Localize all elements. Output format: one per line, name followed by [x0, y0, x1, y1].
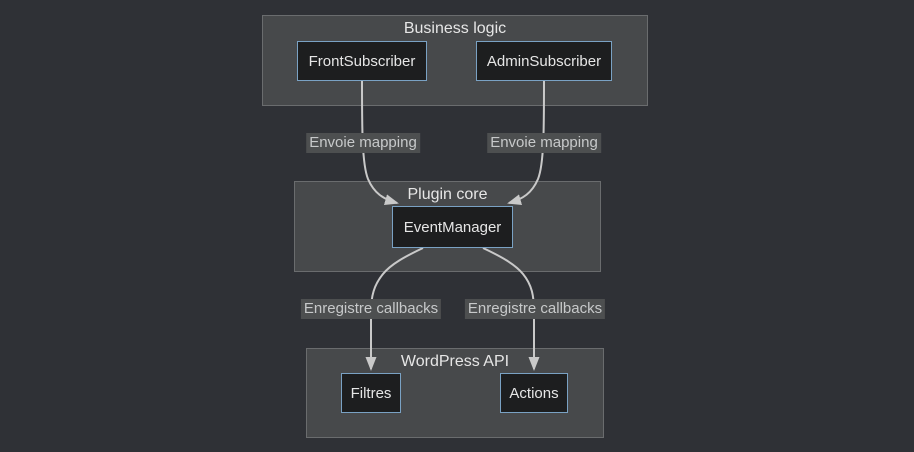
cluster-title-business-logic: Business logic	[403, 20, 507, 37]
node-front-subscriber-label: FrontSubscriber	[308, 52, 416, 70]
edge-admin-subscriber-to-event-manager	[507, 80, 545, 205]
cluster-title-wordpress-api: WordPress API	[400, 353, 510, 370]
node-actions: Actions	[500, 373, 568, 413]
node-admin-subscriber-label: AdminSubscriber	[486, 52, 602, 70]
node-event-manager: EventManager	[392, 206, 513, 248]
edge-front-subscriber-to-event-manager	[361, 80, 399, 205]
edge-label-enregistre-callbacks-filtres: Enregistre callbacks	[300, 299, 442, 319]
node-event-manager-label: EventManager	[403, 218, 502, 236]
node-actions-label: Actions	[509, 384, 559, 402]
cluster-title-plugin-core: Plugin core	[407, 186, 488, 203]
node-filtres-label: Filtres	[350, 384, 392, 402]
edge-label-envoie-mapping-admin: Envoie mapping	[487, 133, 601, 153]
node-front-subscriber: FrontSubscriber	[297, 41, 427, 81]
edge-label-enregistre-callbacks-actions: Enregistre callbacks	[464, 299, 606, 319]
node-admin-subscriber: AdminSubscriber	[476, 41, 612, 81]
cluster-plugin-core: Plugin core	[294, 181, 601, 272]
node-filtres: Filtres	[341, 373, 401, 413]
edge-label-envoie-mapping-front: Envoie mapping	[306, 133, 420, 153]
